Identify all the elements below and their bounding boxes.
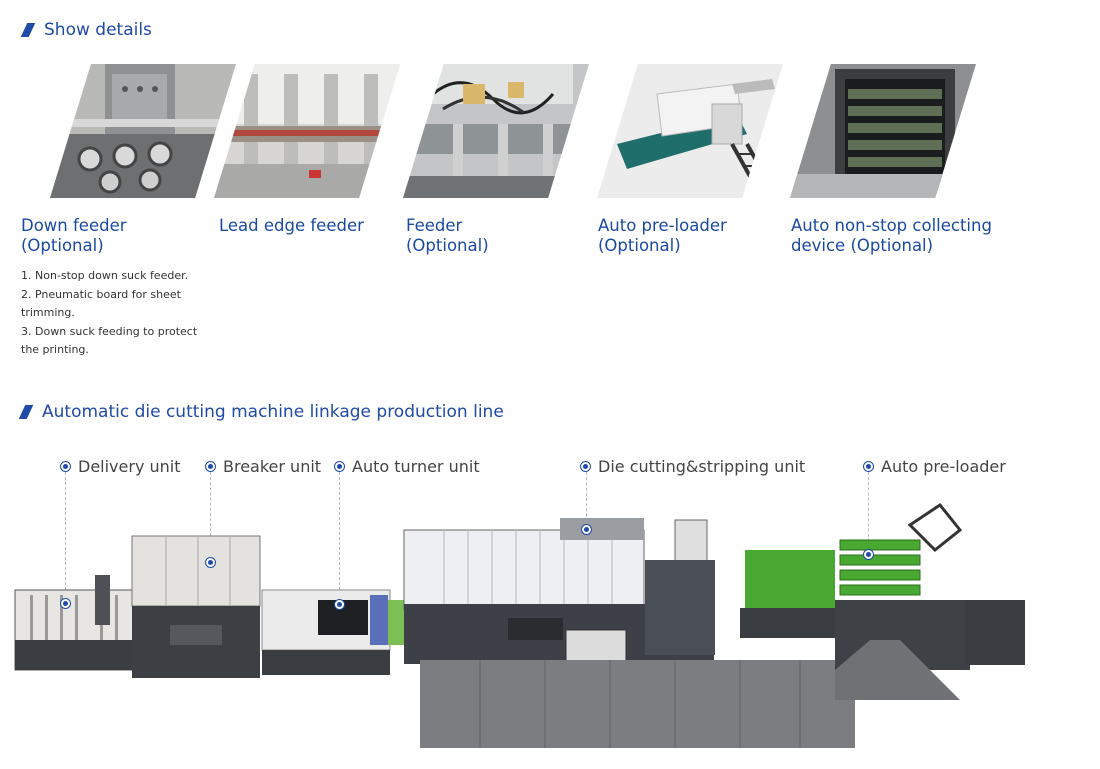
section-title-show-details: Show details <box>20 20 152 40</box>
caption-line: Feeder <box>406 216 463 235</box>
production-line-illustration <box>14 502 1025 748</box>
section-title-text: Show details <box>44 20 152 40</box>
marker-dot-icon <box>580 461 591 472</box>
label-die-cutting-stripping-unit: Die cutting&stripping unit <box>580 457 805 476</box>
card-auto-pre-loader <box>597 64 787 198</box>
caption-line: (Optional) <box>406 236 489 255</box>
caption-line: Down feeder <box>21 216 127 235</box>
marker-dot-icon <box>205 461 216 472</box>
feeder-image <box>403 64 589 198</box>
label-auto-pre-loader: Auto pre-loader <box>863 457 1006 476</box>
auto-pre-loader-image <box>597 64 783 198</box>
caption-line: device (Optional) <box>791 236 934 255</box>
leader-line <box>65 472 66 600</box>
caption-line: Lead edge feeder <box>219 216 364 235</box>
note-item: 1. Non-stop down suck feeder. <box>21 269 189 282</box>
card-feeder <box>403 64 593 198</box>
section-title-production-line: Automatic die cutting machine linkage pr… <box>18 402 504 422</box>
card-auto-non-stop-collecting <box>790 64 980 198</box>
card-lead-edge-feeder <box>214 64 404 198</box>
leader-line <box>868 472 869 552</box>
caption-line: (Optional) <box>21 236 104 255</box>
label-breaker-unit: Breaker unit <box>205 457 321 476</box>
label-delivery-unit: Delivery unit <box>60 457 181 476</box>
unit-label: Delivery unit <box>78 457 181 476</box>
label-auto-turner-unit: Auto turner unit <box>334 457 480 476</box>
caption-auto-pre-loader: Auto pre-loader (Optional) <box>598 216 727 256</box>
note-item: 3. Down suck feeding to protect the prin… <box>21 324 198 357</box>
down-feeder-image <box>50 64 236 198</box>
caption-line: Auto pre-loader <box>598 216 727 235</box>
caption-line: (Optional) <box>598 236 681 255</box>
title-marker-icon <box>18 405 34 419</box>
marker-dot-icon <box>334 461 345 472</box>
caption-auto-non-stop-collecting: Auto non-stop collecting device (Optiona… <box>791 216 992 256</box>
leader-line <box>339 472 340 600</box>
marker-dot-icon <box>60 461 71 472</box>
marker-breaker-unit <box>205 557 216 568</box>
down-feeder-notes: 1. Non-stop down suck feeder. 2. Pneumat… <box>21 267 201 360</box>
marker-auto-turner-unit <box>334 599 345 610</box>
unit-label: Breaker unit <box>223 457 322 476</box>
title-marker-icon <box>20 23 36 37</box>
card-down-feeder <box>50 64 240 198</box>
marker-delivery-unit <box>60 598 71 609</box>
marker-dot-icon <box>863 461 874 472</box>
unit-label: Die cutting&stripping unit <box>598 457 806 476</box>
unit-label: Auto pre-loader <box>881 457 1006 476</box>
leader-line <box>586 472 587 527</box>
section-title-text: Automatic die cutting machine linkage pr… <box>42 402 504 422</box>
marker-auto-pre-loader <box>863 549 874 560</box>
marker-die-cutting-stripping-unit <box>581 524 592 535</box>
auto-non-stop-collecting-image <box>790 64 976 198</box>
caption-feeder: Feeder (Optional) <box>406 216 489 256</box>
unit-label: Auto turner unit <box>352 457 480 476</box>
caption-line: Auto non-stop collecting <box>791 216 992 235</box>
caption-lead-edge-feeder: Lead edge feeder <box>219 216 364 236</box>
leader-line <box>210 472 211 562</box>
caption-down-feeder: Down feeder (Optional) <box>21 216 127 256</box>
note-item: 2. Pneumatic board for sheet trimming. <box>21 287 181 320</box>
lead-edge-feeder-image <box>214 64 400 198</box>
